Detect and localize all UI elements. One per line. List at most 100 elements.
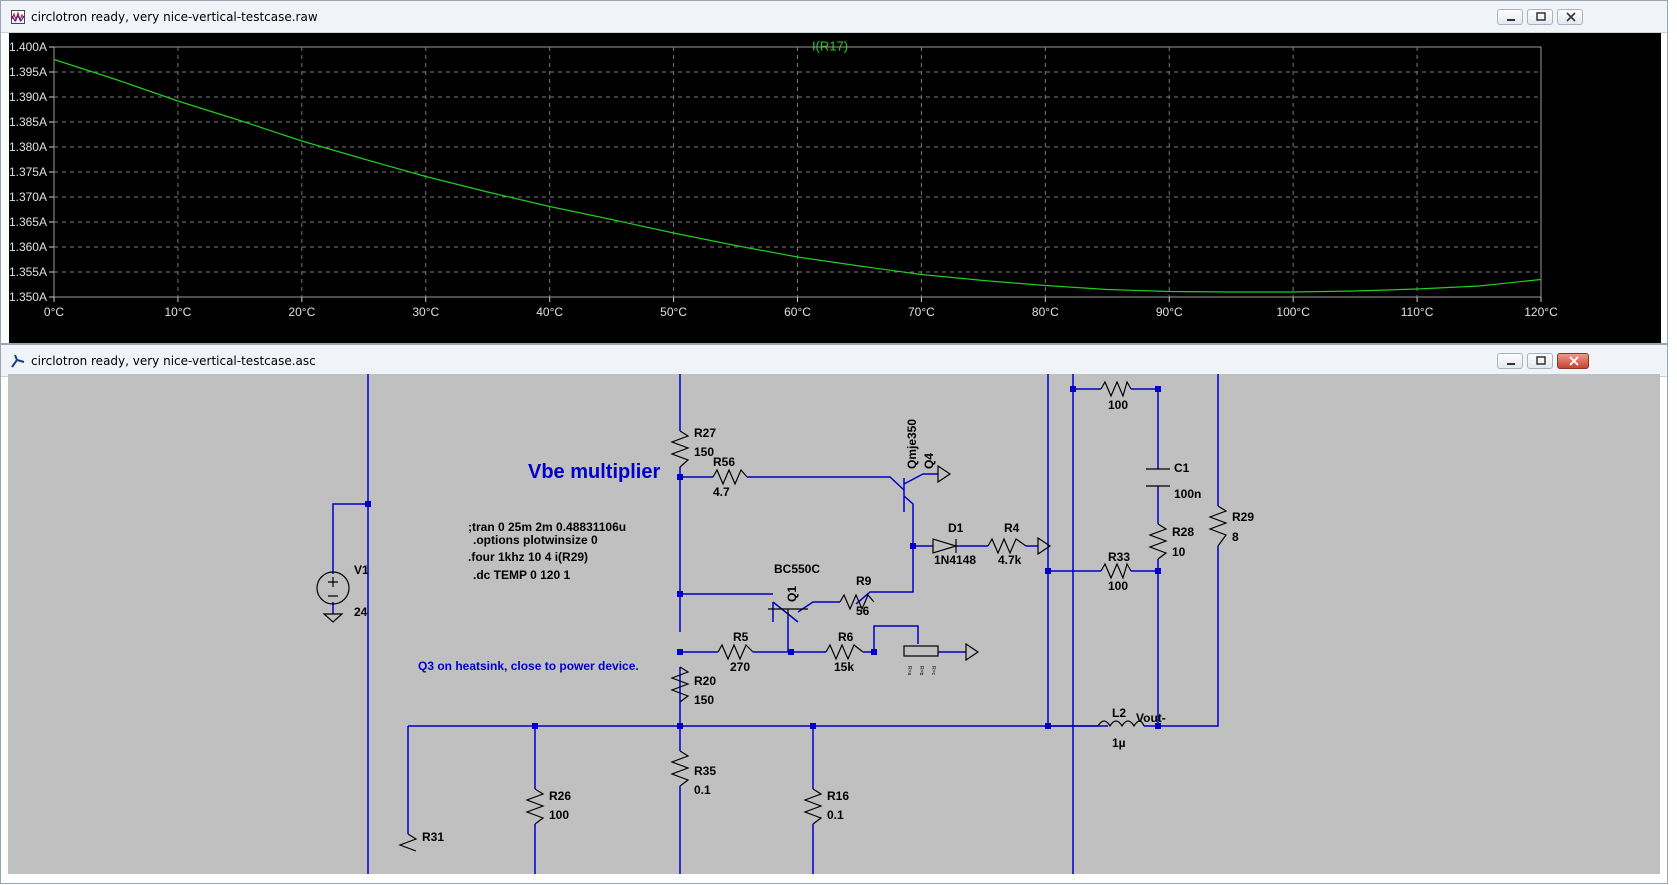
pot-label-b: R=b [918, 666, 924, 676]
maximize-button[interactable] [1527, 353, 1553, 369]
R33-label: R33 [1108, 550, 1130, 564]
R26-value: 100 [549, 808, 569, 822]
junctions [365, 386, 1161, 729]
vbe-multiplier-heading[interactable]: Vbe multiplier [528, 461, 660, 483]
schematic-titlebar[interactable]: circlotron ready, very nice-vertical-tes… [1, 345, 1667, 377]
x-tick-label: 40°C [536, 305, 563, 319]
trace-point [1044, 284, 1046, 287]
D1-label: D1 [948, 521, 964, 535]
spice-line-four: .four 1khz 10 4 i(R29) [468, 550, 588, 564]
x-tick-label: 10°C [165, 305, 192, 319]
y-tick-label: 1.355A [9, 265, 47, 279]
Q1-model: BC550C [774, 562, 820, 576]
trace-point [1292, 291, 1294, 293]
close-button[interactable] [1557, 353, 1589, 369]
R33-symbol [1100, 562, 1132, 580]
x-tick-label: 120°C [1524, 305, 1558, 319]
L2-value: 1µ [1112, 736, 1126, 750]
V1-value: 24 [354, 605, 368, 619]
y-tick-label: 1.380A [9, 140, 47, 154]
trace-point [858, 265, 861, 267]
trace-point [239, 119, 241, 122]
close-button[interactable] [1557, 9, 1583, 25]
trace-point [1230, 291, 1232, 293]
Rtop-symbol [1100, 380, 1132, 398]
R9-label: R9 [856, 574, 872, 588]
trace-point [1478, 285, 1480, 287]
R31-symbol [398, 833, 418, 852]
R33-value: 100 [1108, 579, 1128, 593]
R4-symbol [987, 537, 1027, 555]
resistor-symbols [398, 380, 1228, 852]
x-tick-label: 20°C [288, 305, 315, 319]
R20-symbol [670, 666, 690, 703]
close-icon [1566, 12, 1576, 22]
trace-point [1106, 288, 1108, 291]
R56-symbol [712, 468, 748, 486]
heatsink-note[interactable]: Q3 on heatsink, close to power device. [418, 659, 639, 673]
trace-point [549, 205, 551, 208]
plot-titlebar[interactable]: circlotron ready, very nice-vertical-tes… [1, 1, 1667, 33]
R9-symbol [839, 593, 875, 611]
x-tick-label: 30°C [412, 305, 439, 319]
pot-label-a: R=a [906, 666, 912, 676]
Rtop-value: 100 [1108, 398, 1128, 412]
Q4-label: Q4 [922, 453, 936, 469]
plot-traces [53, 58, 1542, 293]
voltage-source-symbol [316, 571, 350, 605]
minimize-icon [1507, 363, 1515, 365]
trace-point [734, 244, 737, 247]
R28-value: 10 [1172, 545, 1186, 559]
R5-symbol [717, 643, 754, 661]
x-tick-label: 90°C [1156, 305, 1183, 319]
C1-label: C1 [1174, 461, 1190, 475]
D1-model: 1N4148 [934, 553, 976, 567]
waveform-plot[interactable]: I(R17) 1.400A 1.395A 1.390A 1.385A 1.380A 1.3… [9, 33, 1661, 343]
y-tick-label: 1.385A [9, 115, 47, 129]
y-tick-label: 1.395A [9, 65, 47, 79]
V1-label: V1 [354, 563, 369, 577]
spice-directives[interactable]: ;tran 0 25m 2m 0.48831106u .options plot… [468, 520, 626, 582]
R26-symbol [525, 788, 545, 825]
trace-point [425, 175, 427, 178]
R29-label: R29 [1232, 510, 1254, 524]
minimize-icon [1507, 19, 1515, 21]
schematic-canvas[interactable]: R27 150 R56 4.7 Qmje350 Q4 D1 1N4148 R4 … [8, 374, 1660, 874]
maximize-button[interactable] [1527, 9, 1553, 25]
x-tick-label: 80°C [1032, 305, 1059, 319]
trace-point [53, 58, 55, 61]
R56-label: R56 [713, 455, 735, 469]
x-tick-label: 50°C [660, 305, 687, 319]
minimize-button[interactable] [1497, 353, 1523, 369]
minimize-button[interactable] [1497, 9, 1523, 25]
R35-value: 0.1 [694, 783, 711, 797]
plot-window: circlotron ready, very nice-vertical-tes… [0, 0, 1668, 344]
vout-net-label: Vout- [1136, 711, 1166, 725]
trace-point [672, 232, 675, 234]
trace-title[interactable]: I(R17) [812, 39, 848, 54]
y-tick-label: 1.390A [9, 90, 47, 104]
trace-point [301, 140, 303, 142]
R35-symbol [670, 750, 690, 787]
pot-ground-icon [965, 642, 980, 662]
r4-ground-icon [1037, 536, 1052, 556]
R6-value: 15k [834, 660, 854, 674]
Q4-model: Qmje350 [905, 419, 919, 469]
plot-background [9, 33, 1661, 343]
q4-ground-icon [937, 464, 952, 484]
ltspice-icon [11, 354, 25, 368]
trace-point [487, 191, 489, 193]
schematic-window-title: circlotron ready, very nice-vertical-tes… [31, 354, 316, 368]
R31-label: R31 [422, 830, 444, 844]
trace-point [115, 78, 117, 81]
R35-label: R35 [694, 764, 716, 778]
trace-point [1168, 290, 1170, 293]
R20-label: R20 [694, 674, 716, 688]
R20-value: 150 [694, 693, 714, 707]
R9-value: 56 [856, 604, 870, 618]
y-tick-label: 1.400A [9, 40, 47, 54]
R27-label: R27 [694, 426, 716, 440]
pot-label-c: R=c [930, 666, 936, 676]
transistor-q1-symbol [768, 608, 808, 617]
